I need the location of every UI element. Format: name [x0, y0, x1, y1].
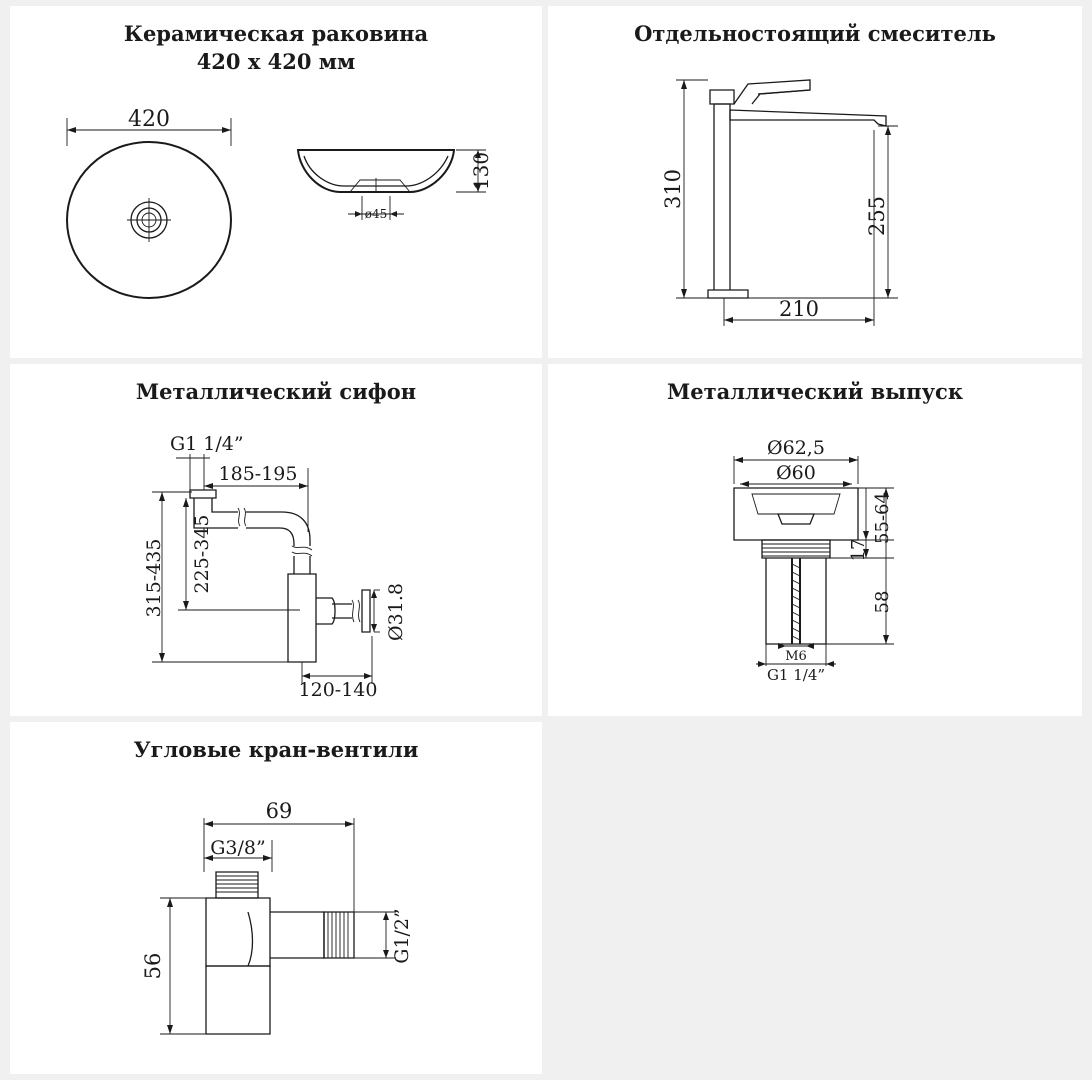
panel-sink: Керамическая раковина 420 x 420 мм 420	[10, 6, 542, 358]
faucet-lever	[757, 89, 811, 95]
siphon-dim-thread: G1 1/4”	[170, 433, 244, 455]
siphon-dim-outlet: 120-140	[299, 679, 378, 701]
valve-knurled-handle	[205, 965, 271, 1035]
drain-title: Металлический выпуск	[667, 379, 963, 404]
valve-body	[205, 897, 271, 967]
valve-dim-outlet: G1/2”	[391, 908, 413, 963]
sink-top-view	[66, 141, 232, 299]
panel-drain: Металлический выпуск Ø62,5 Ø60	[548, 364, 1082, 716]
drain-body	[765, 558, 827, 645]
drain-dim-collar: 17	[848, 539, 869, 562]
sink-drawing: 420 130 ø45	[66, 107, 493, 299]
drain-dim-thread: G1 1/4”	[767, 666, 825, 684]
sink-dim-height: 130	[469, 152, 493, 190]
sink-dim-width: 420	[128, 107, 170, 132]
drain-dim-thread-len: 58	[872, 591, 893, 614]
panel-siphon: Металлический сифон G1 1/4” 185-195 315-…	[10, 364, 542, 716]
faucet-dim-height: 310	[661, 169, 685, 209]
faucet-body	[713, 103, 731, 290]
panel-valve: Угловые кран-вентили 69 G3/8”	[10, 722, 542, 1074]
drain-thread	[761, 539, 831, 559]
valve-title: Угловые кран-вентили	[133, 737, 419, 762]
panel-empty	[548, 722, 1082, 1074]
siphon-trap	[287, 573, 317, 663]
siphon-outlet	[316, 597, 336, 625]
faucet-dim-reach: 210	[779, 297, 819, 321]
faucet-spout	[729, 109, 887, 127]
sink-dim-drain: ø45	[365, 207, 388, 221]
drain-dim-outer: Ø62,5	[767, 437, 825, 459]
drain-plug	[777, 513, 815, 525]
siphon-dim-inner-height: 225-345	[191, 515, 213, 594]
siphon-dim-outer-height: 315-435	[143, 539, 165, 618]
valve-drawing: 69 G3/8” G1/2”	[141, 799, 413, 1035]
panel-faucet: Отдельностоящий смеситель 310 255	[548, 6, 1082, 358]
siphon-dim-reach: 185-195	[219, 463, 298, 485]
valve-dim-inlet: G3/8”	[210, 837, 265, 859]
drain-dim-inner: Ø60	[776, 462, 816, 484]
siphon-inlet-nut	[189, 489, 217, 499]
valve-dim-width: 69	[266, 799, 293, 823]
sink-title: Керамическая раковина 420 x 420 мм	[10, 20, 542, 76]
faucet-base	[707, 289, 749, 299]
faucet-dim-spout-height: 255	[865, 196, 889, 236]
siphon-flange	[361, 589, 371, 633]
siphon-elbow	[246, 511, 311, 546]
faucet-handle-base	[709, 89, 735, 105]
siphon-title: Металлический сифон	[135, 379, 417, 404]
drain-dim-total: 55-64	[872, 492, 893, 544]
siphon-inlet-pipe	[193, 498, 238, 529]
valve-outlet-thread	[323, 911, 355, 959]
drain-drawing: Ø62,5 Ø60 55-	[733, 437, 894, 684]
faucet-title: Отдельностоящий смеситель	[634, 21, 996, 46]
valve-dim-height: 56	[141, 953, 165, 980]
faucet-drawing: 310 255 210	[661, 79, 898, 326]
sink-title-line1: Керамическая раковина	[123, 21, 429, 46]
siphon-dim-pipe: Ø31.8	[385, 583, 407, 641]
drain-dim-bolt: M6	[785, 649, 807, 664]
sink-title-line2: 420 x 420 мм	[196, 49, 356, 74]
siphon-drawing: G1 1/4” 185-195 315-435 225-345	[143, 433, 407, 701]
valve-outlet-pipe	[270, 911, 325, 959]
